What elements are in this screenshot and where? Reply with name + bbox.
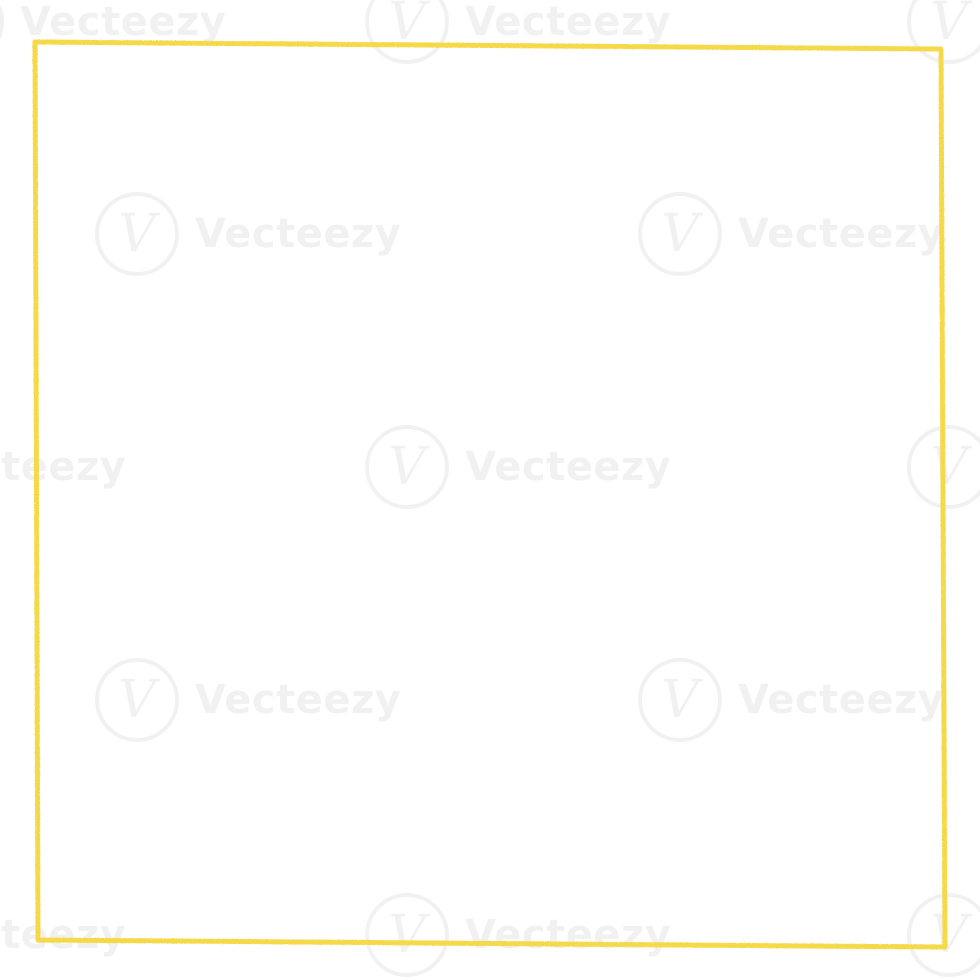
watermark-text: Vecteezy (0, 912, 127, 958)
watermark-logo-icon: V (95, 658, 179, 742)
watermark-text: Vecteezy (195, 211, 402, 257)
watermark: V Vecteezy (0, 425, 126, 509)
watermark-text: Vecteezy (20, 0, 227, 45)
watermark-logo-icon: V (95, 192, 179, 276)
watermark: V Vecteezy (365, 893, 671, 977)
watermark-text: Vecteezy (738, 211, 945, 257)
watermark: V Vecteezy (0, 893, 126, 977)
watermark-text: Vecteezy (195, 677, 402, 723)
watermark-text: Vecteezy (465, 0, 672, 45)
watermark: V Vecteezy (365, 0, 671, 64)
watermark: V Vecteezy (95, 658, 401, 742)
watermark-text: Vecteezy (738, 677, 945, 723)
watermark-text: Vecteezy (465, 444, 672, 490)
watermark-logo-icon: V (365, 0, 449, 64)
frame-stroke (32, 39, 948, 950)
watermark: V Vecteezy (365, 425, 671, 509)
watermark-text: Vecteezy (0, 444, 127, 490)
watermark: V Vecteezy (638, 658, 944, 742)
watermark: V Vecteezy (0, 0, 226, 64)
watermark-logo-icon: V (638, 658, 722, 742)
watermark: V Vecteezy (95, 192, 401, 276)
watermark-logo-icon: V (365, 893, 449, 977)
watermark-logo-icon: V (365, 425, 449, 509)
watermark: V Vecteezy (638, 192, 944, 276)
watermark-text: Vecteezy (465, 912, 672, 958)
watermark-logo-icon: V (638, 192, 722, 276)
